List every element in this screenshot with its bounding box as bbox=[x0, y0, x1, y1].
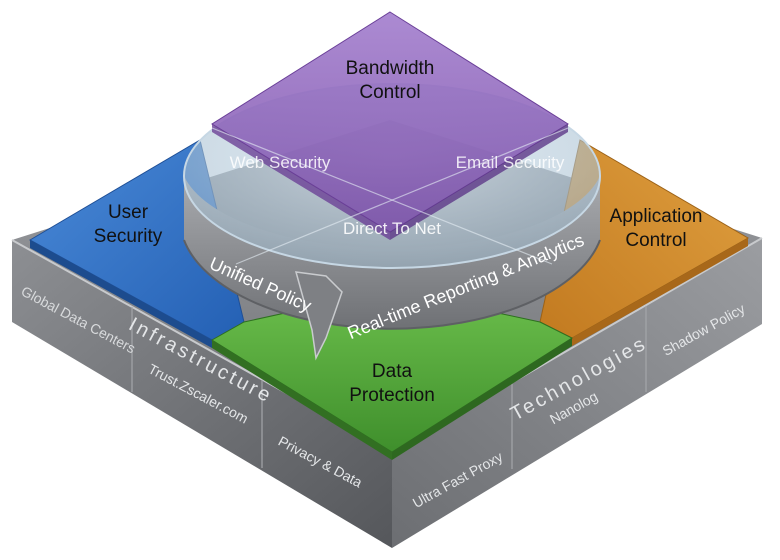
bandwidth-label-line2: Control bbox=[359, 82, 420, 103]
bandwidth-label-line1: Bandwidth bbox=[346, 58, 435, 79]
web-security-label: Web Security bbox=[230, 153, 331, 172]
direct-to-net-label: Direct To Net bbox=[343, 219, 441, 238]
user-security-label-line2: Security bbox=[94, 226, 163, 247]
bandwidth-tile-group bbox=[211, 11, 569, 240]
ring-arrow bbox=[294, 271, 343, 361]
data-protection-label-line1: Data bbox=[372, 361, 413, 382]
data-protection-label-line2: Protection bbox=[349, 385, 435, 406]
base-left-side bbox=[12, 240, 392, 548]
base-right-side bbox=[392, 238, 762, 548]
application-control-label-line2: Control bbox=[625, 230, 686, 251]
email-security-label: Email Security bbox=[456, 153, 565, 172]
application-control-label-line1: Application bbox=[610, 206, 703, 227]
user-security-label-line1: User bbox=[108, 202, 149, 223]
